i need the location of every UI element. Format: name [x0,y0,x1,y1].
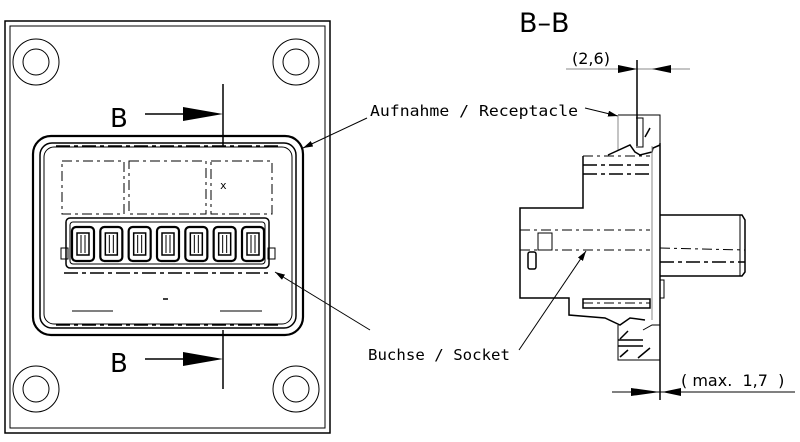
section-arrow-bottom [145,352,223,366]
receptacle-frame-inner [43,146,293,325]
compartment-marking: x [220,179,227,192]
mounting-plate-inner [9,25,326,429]
mounting-plate-outer [4,20,331,434]
compartment-middle [128,160,207,215]
contact-3 [127,225,152,263]
dimension-top: (2,6) [566,49,690,146]
section-view-title: B–B [519,8,570,39]
contact-2 [99,225,124,263]
mounting-hole-top-right [272,38,320,86]
section-marker-bottom: B [110,349,128,379]
section-arrow-top [145,107,223,121]
contact-1 [70,225,96,263]
dimension-bottom: ( max. 1,7 ) [612,371,795,396]
receptacle-frame-outer [31,134,305,337]
mounting-hole-top-left [12,38,60,86]
callout-socket-label: Buchse / Socket [368,346,510,364]
mounting-hole-bottom-left [12,365,60,413]
compartment-right [210,160,273,215]
callout-receptacle: Aufnahme / Receptacle [302,102,619,149]
section-view: B–B (2,6) [519,8,795,400]
dimension-top-value: (2,6) [572,49,610,68]
contact-row [70,225,266,263]
callout-receptacle-label: Aufnahme / Receptacle [370,102,578,120]
receptacle-frame-mid [39,142,297,329]
front-view: x B B [4,20,331,434]
compartment-left [61,160,125,215]
contact-5 [184,225,209,263]
section-marker-top: B [110,104,128,134]
contact-4 [155,225,181,263]
contact-7 [240,225,266,263]
dimension-bottom-value: ( max. 1,7 ) [681,371,784,390]
contact-strip-outer [65,217,270,269]
contact-6 [212,225,237,263]
mounting-hole-bottom-right [272,365,320,413]
callout-socket: Buchse / Socket [274,250,587,364]
